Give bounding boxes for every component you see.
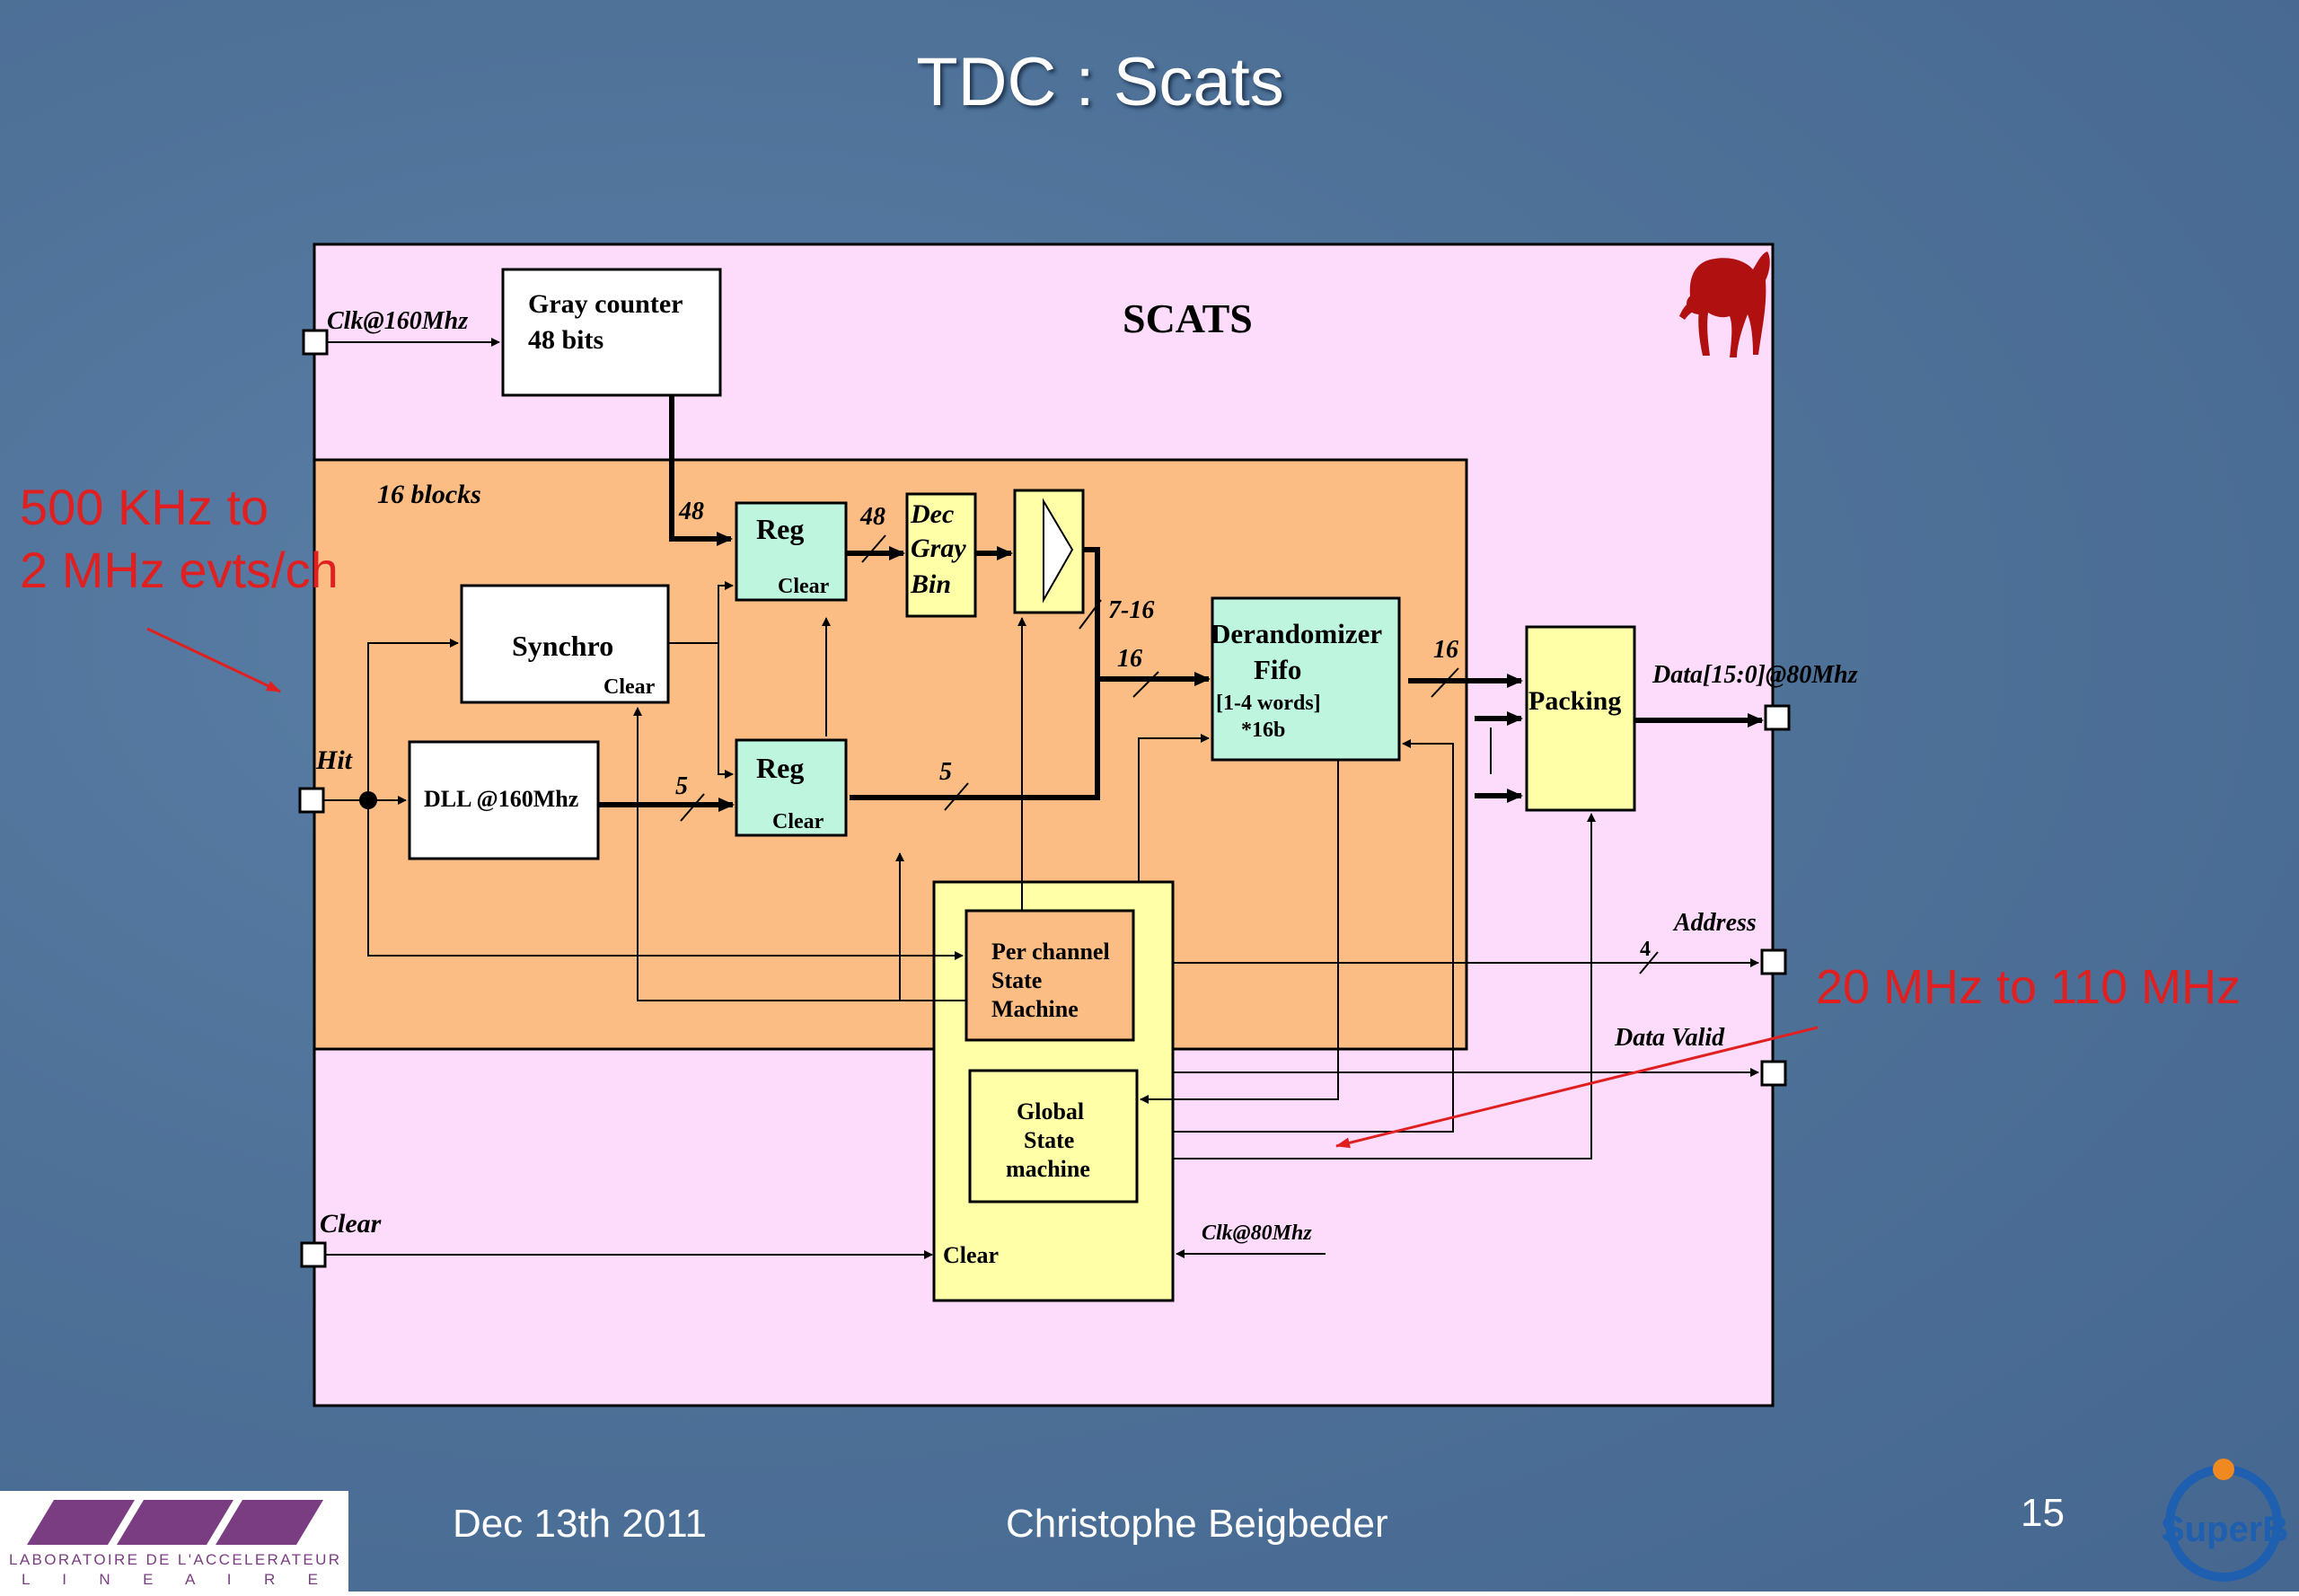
reg2-clear: Clear xyxy=(772,810,824,833)
derand-line2: Fifo xyxy=(1254,654,1301,685)
clear-label: Clear xyxy=(320,1209,382,1239)
per-channel-line2: State xyxy=(991,967,1042,993)
hit-label: Hit xyxy=(315,745,354,775)
packing-label: Packing xyxy=(1528,686,1621,716)
dec-line2: Gray xyxy=(911,533,966,563)
port-data-valid xyxy=(1760,1060,1787,1087)
derand-line4: *16b xyxy=(1241,719,1285,742)
footer-author: Christophe Beigbeder xyxy=(1006,1502,1388,1546)
gray-counter-line2: 48 bits xyxy=(528,325,603,355)
mux-symbol xyxy=(1043,498,1074,604)
reg1-box xyxy=(735,501,848,602)
derandomizer-box xyxy=(1211,596,1401,762)
reg2-box xyxy=(735,738,848,837)
reg2-label: Reg xyxy=(756,752,804,784)
global-box xyxy=(968,1069,1139,1204)
global-line2: State xyxy=(1024,1127,1074,1153)
bus-48a: 48 xyxy=(678,498,704,525)
lab-logo-text: LABORATOIRE DE L'ACCELERATEUR xyxy=(9,1551,339,1568)
derand-line1: Derandomizer xyxy=(1211,618,1382,649)
bus-16a: 16 xyxy=(1117,645,1142,673)
scats-label: SCATS xyxy=(1123,295,1253,341)
dec-line3: Bin xyxy=(910,569,951,599)
left-annotation-line2: 2 MHz evts/ch xyxy=(20,542,339,598)
page-number: 15 xyxy=(2021,1491,2065,1535)
dec-gray-bin-box xyxy=(905,492,977,618)
port-clear xyxy=(300,1241,327,1268)
dec-line1: Dec xyxy=(910,499,954,529)
superb-logo-text: SuperB xyxy=(2161,1510,2288,1549)
data-out-label: Data[15:0]@80Mhz xyxy=(1652,661,1858,689)
port-hit xyxy=(298,787,325,814)
global-line3: machine xyxy=(1006,1156,1090,1182)
blocks-label: 16 blocks xyxy=(377,480,481,509)
right-annotation-arrow xyxy=(1335,1026,1819,1149)
left-annotation: 500 KHz to 2 MHz evts/ch xyxy=(20,476,339,602)
reg1-label: Reg xyxy=(756,513,804,545)
address-label: Address xyxy=(1672,909,1757,937)
left-annotation-line1: 500 KHz to xyxy=(20,479,269,535)
packing-box xyxy=(1525,625,1636,812)
bus-5b: 5 xyxy=(939,758,952,786)
bus-7-16: 7-16 xyxy=(1108,596,1154,624)
per-channel-line1: Per channel xyxy=(991,939,1110,965)
data-valid-label: Data Valid xyxy=(1614,1024,1725,1052)
dll-box xyxy=(408,740,600,860)
clk80-label: Clk@80Mhz xyxy=(1202,1221,1312,1245)
footer-date: Dec 13th 2011 xyxy=(453,1502,707,1546)
reg1-clear: Clear xyxy=(778,575,830,598)
lab-logo: LABORATOIRE DE L'ACCELERATEUR L I N E A … xyxy=(0,1491,348,1592)
bus-48b: 48 xyxy=(859,503,885,531)
clk160-label: Clk@160Mhz xyxy=(327,307,468,335)
bus-5a: 5 xyxy=(675,772,688,800)
cat-icon xyxy=(1679,251,1770,357)
bus-16b: 16 xyxy=(1433,636,1458,664)
synchro-label: Synchro xyxy=(512,630,613,662)
port-address xyxy=(1760,948,1787,975)
svg-text:L I N E A I R E: L I N E A I R E xyxy=(22,1571,318,1588)
per-channel-box xyxy=(965,909,1135,1042)
bus-4: 4 xyxy=(1640,938,1651,961)
hit-node xyxy=(359,791,377,809)
superb-logo: SuperB xyxy=(2152,1455,2295,1590)
synchro-clear: Clear xyxy=(603,675,656,699)
per-channel-line3: Machine xyxy=(991,996,1079,1022)
left-annotation-arrow xyxy=(146,627,281,693)
port-data xyxy=(1764,704,1791,731)
slide-title: TDC : Scats xyxy=(916,44,1284,120)
gray-counter-line1: Gray counter xyxy=(528,289,683,319)
global-line1: Global xyxy=(1017,1098,1084,1124)
gray-counter-box xyxy=(501,268,722,397)
port-clk160 xyxy=(302,329,329,356)
right-annotation: 20 MHz to 110 MHz xyxy=(1816,960,2242,1014)
synchro-box xyxy=(460,584,670,704)
dll-label: DLL @160Mhz xyxy=(424,786,578,812)
derand-line3: [1-4 words] xyxy=(1216,692,1321,715)
fsm-clear-label: Clear xyxy=(943,1242,999,1268)
